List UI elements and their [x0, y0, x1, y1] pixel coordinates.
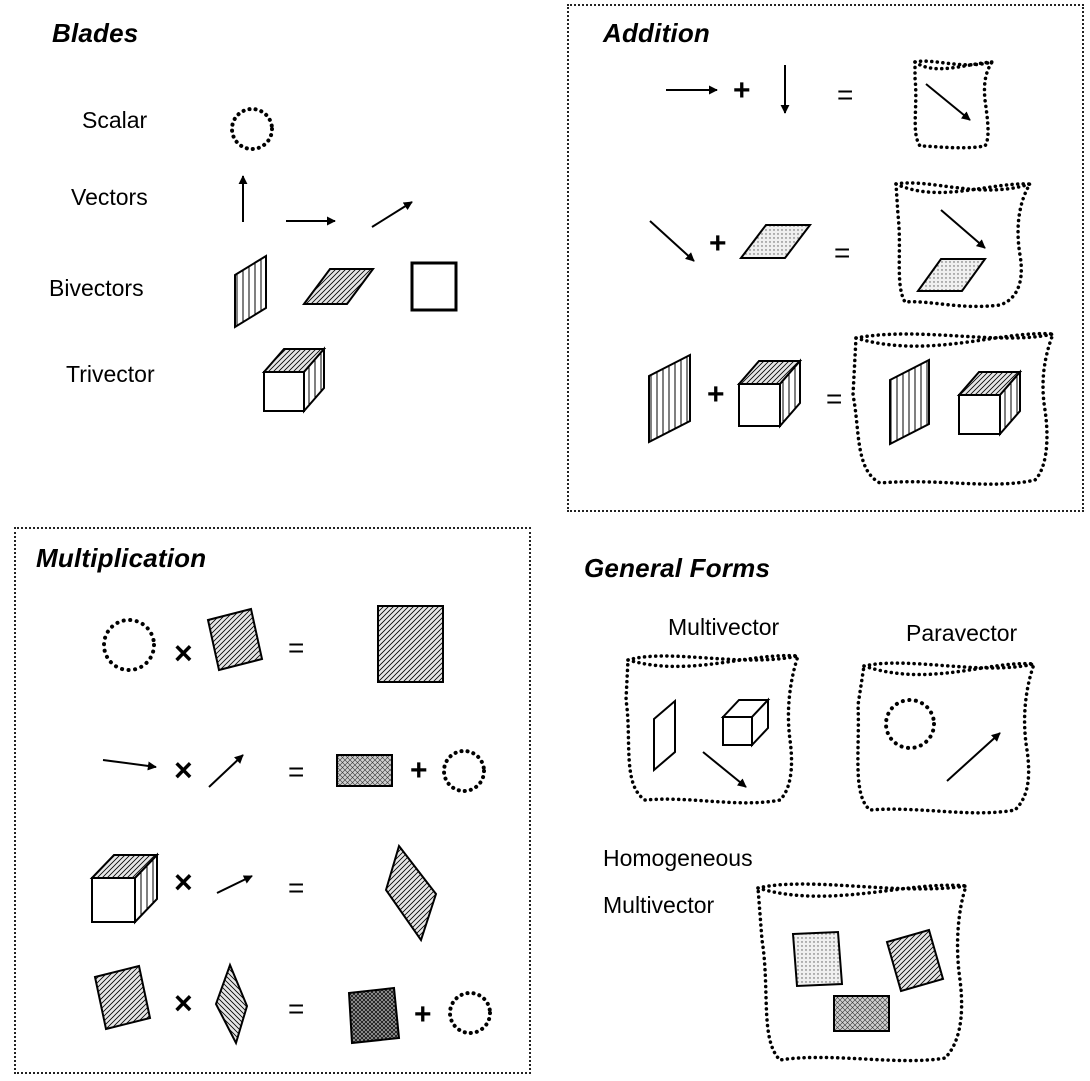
add-r1-plus: +	[733, 74, 751, 107]
mult-r2-arrow-diag	[208, 754, 244, 788]
mult-r4-bivector	[93, 964, 152, 1031]
add-r3-plus: +	[707, 378, 725, 411]
trivector-label: Trivector	[66, 361, 155, 387]
mult-r3-trivector	[89, 852, 160, 925]
bivectors-label: Bivectors	[49, 275, 144, 301]
add-r2-bivector	[738, 224, 813, 259]
multiplication-title: Multiplication	[36, 543, 207, 573]
mult-r3-times: ×	[174, 864, 193, 900]
add-r2-plus: +	[709, 227, 727, 260]
bivector-hatched	[302, 268, 375, 305]
add-r1-equals: =	[837, 79, 853, 110]
addition-panel	[567, 4, 1084, 512]
mult-r2-arrow-right	[102, 759, 157, 771]
add-r3-equals: =	[826, 383, 842, 414]
mult-r2-bivector	[336, 754, 393, 787]
mult-r4-equals: =	[288, 993, 304, 1024]
add-r2-equals: =	[834, 237, 850, 268]
scalar-label: Scalar	[82, 107, 148, 133]
mult-r2-plus: +	[410, 754, 428, 787]
mult-r4-rhombus	[214, 962, 249, 1046]
add-r1-bag	[913, 59, 996, 150]
add-r2-bag	[894, 180, 1035, 309]
trivector-cube	[261, 346, 327, 414]
vector-arrow-diagonal	[371, 201, 413, 228]
paravector-label: Paravector	[906, 620, 1018, 646]
mult-r1-equals: =	[288, 632, 304, 663]
mult-r1-times: ×	[174, 635, 193, 671]
blades-title: Blades	[52, 18, 139, 48]
add-r3-trivector	[736, 358, 803, 429]
homogeneous-multivector-label: Multivector	[603, 892, 715, 918]
multivector-bag	[624, 653, 801, 805]
mult-r4-scalar	[448, 991, 492, 1035]
scalar-circle	[230, 107, 274, 151]
multiplication-panel	[14, 527, 531, 1074]
add-r2-arrow	[649, 220, 695, 262]
add-r3-bag	[851, 331, 1056, 486]
mult-r2-scalar	[442, 749, 486, 793]
mult-r3-equals: =	[288, 872, 304, 903]
multivector-label: Multivector	[668, 614, 780, 640]
general-forms-title: General Forms	[584, 553, 771, 583]
mult-r3-result	[384, 843, 438, 943]
paravector-bag	[856, 661, 1037, 815]
mult-r1-result	[377, 605, 444, 683]
mult-r4-dark-bivector	[347, 986, 401, 1045]
addition-title: Addition	[603, 18, 711, 48]
mult-r4-times: ×	[174, 985, 193, 1021]
vectors-label: Vectors	[71, 184, 148, 210]
mult-r2-times: ×	[174, 752, 193, 788]
add-r3-bivector	[648, 353, 691, 444]
mult-r1-scalar	[102, 618, 156, 672]
bivector-vertical-lines	[234, 254, 267, 329]
mult-r4-plus: +	[414, 998, 432, 1031]
homogeneous-multivector-bag	[756, 882, 969, 1063]
mult-r3-arrow	[216, 875, 253, 894]
homogeneous-label: Homogeneous	[603, 845, 753, 871]
mult-r1-bivector	[206, 607, 264, 672]
mult-r2-equals: =	[288, 756, 304, 787]
bivector-square	[410, 261, 458, 312]
